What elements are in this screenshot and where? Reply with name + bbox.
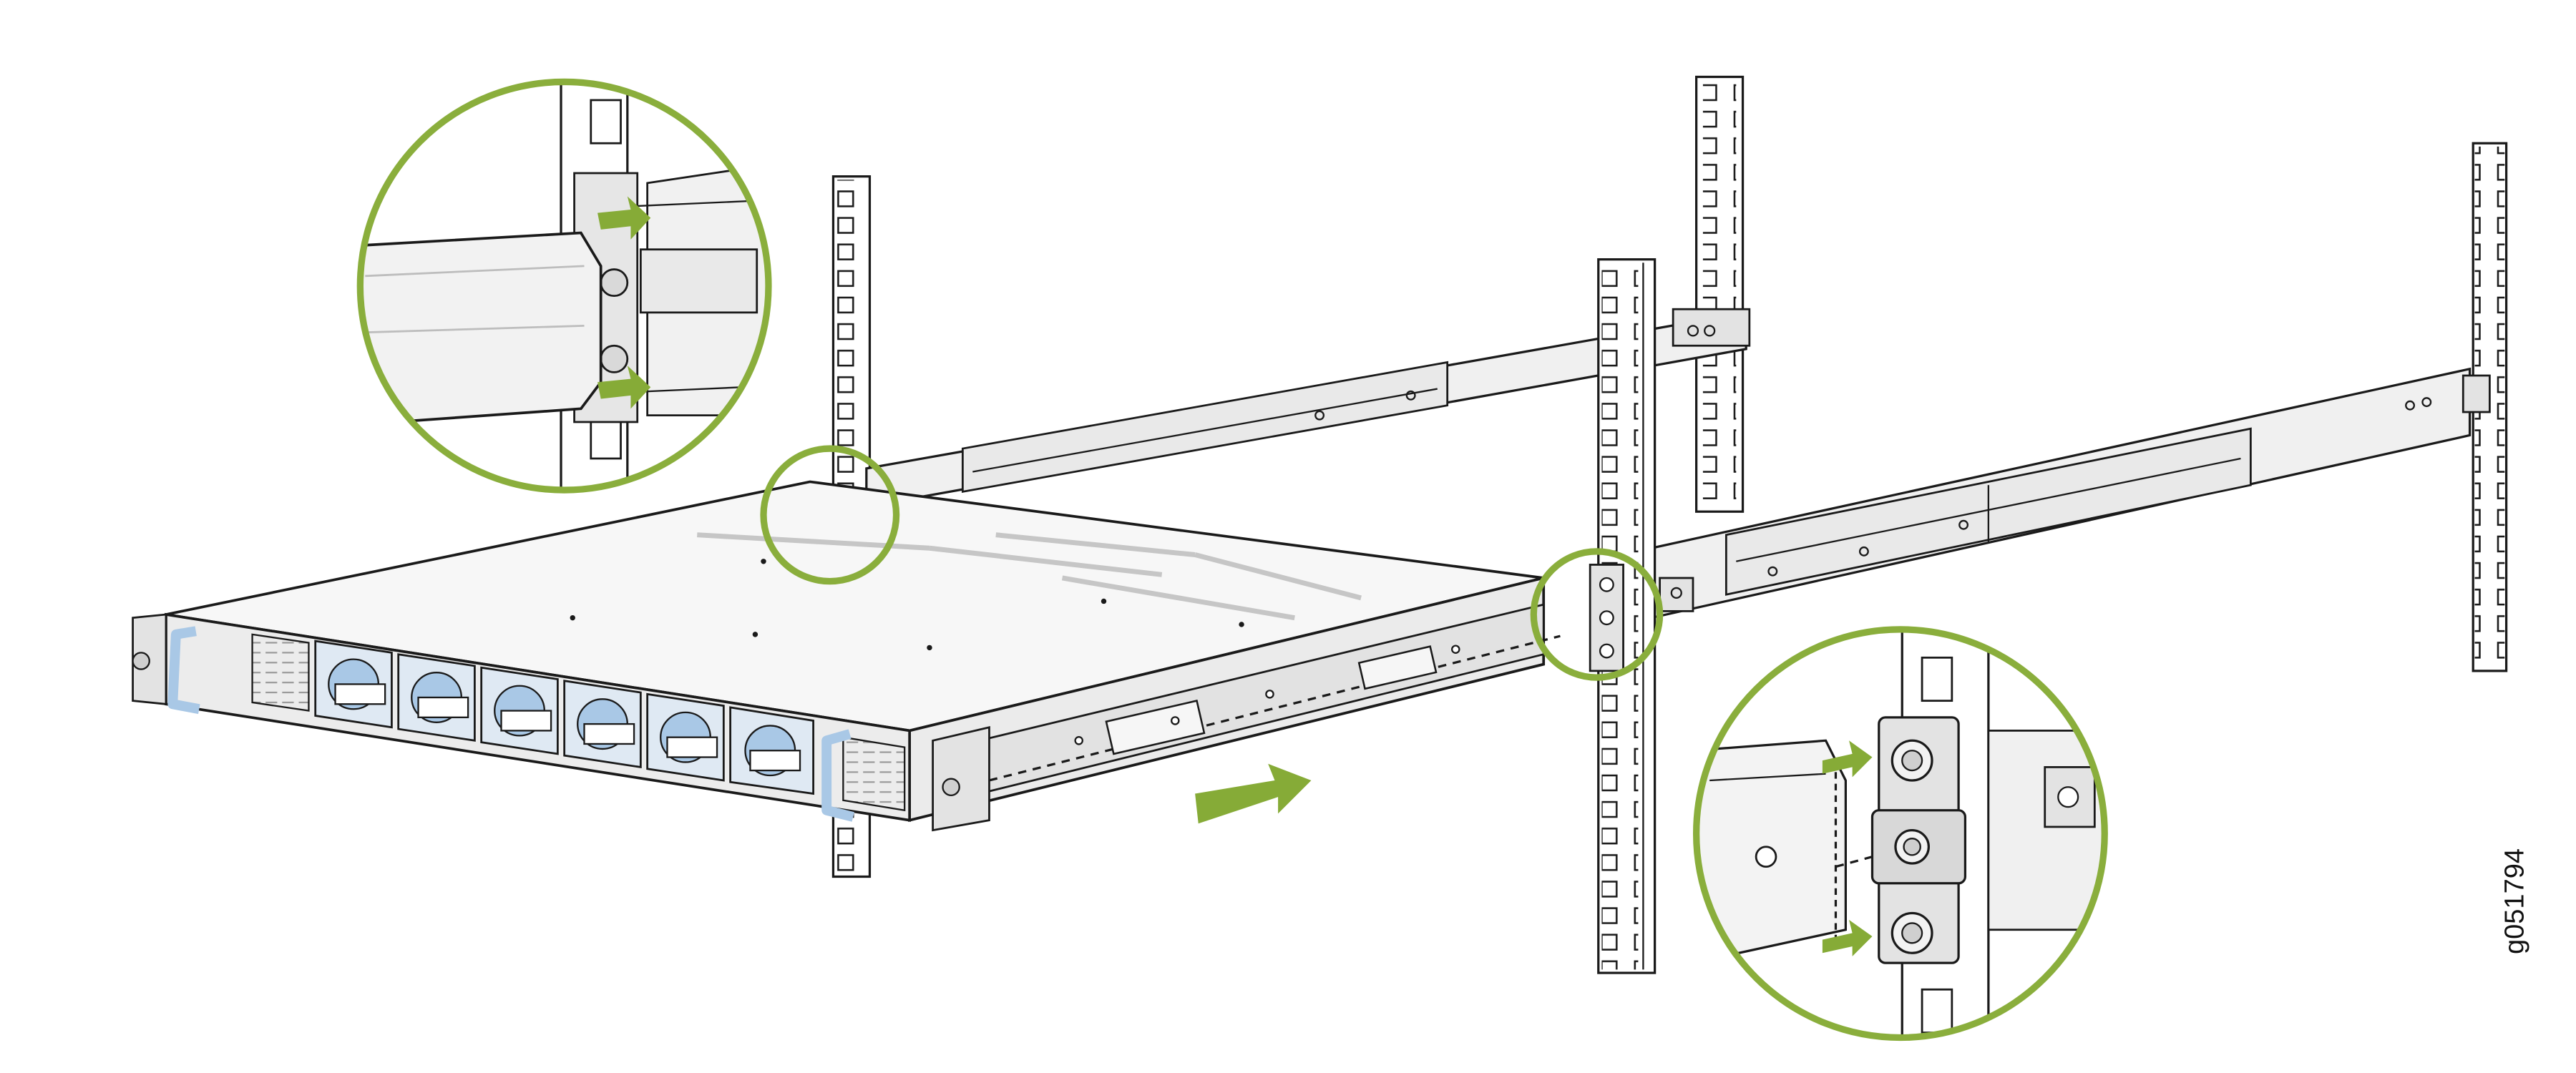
figure-id-label: g051794 [2499, 837, 2530, 966]
arrow-right-icon [1822, 919, 1873, 956]
detail-callout-bottom-right [1692, 626, 2108, 1042]
fan-module [729, 706, 814, 795]
fan-module [646, 692, 725, 782]
callout-marker-top-left [760, 445, 900, 585]
switch-chassis [132, 480, 1624, 832]
arrow-right-icon [1195, 763, 1312, 824]
arrow-right-icon [1822, 740, 1873, 778]
fan-module [563, 680, 642, 769]
detail-callout-top-left [356, 78, 772, 494]
ear-screw-icon [942, 778, 960, 797]
arrow-right-icon [597, 196, 651, 240]
rack-post-rear-left [1694, 75, 1745, 513]
mounting-ear-right [932, 725, 990, 832]
chassis-handle-right[interactable] [821, 729, 854, 822]
fan-module [480, 666, 559, 755]
fan-module [397, 653, 476, 742]
arrow-right-icon [597, 366, 651, 409]
fan-module [314, 640, 393, 729]
callout-marker-rear-bracket [1530, 548, 1664, 681]
slide-rail-left [865, 308, 1751, 509]
chassis-handle-left[interactable] [167, 626, 200, 715]
slide-rail-right [1650, 367, 2491, 619]
ear-screw-icon [132, 652, 150, 670]
figure-id-text: g051794 [2499, 848, 2530, 954]
